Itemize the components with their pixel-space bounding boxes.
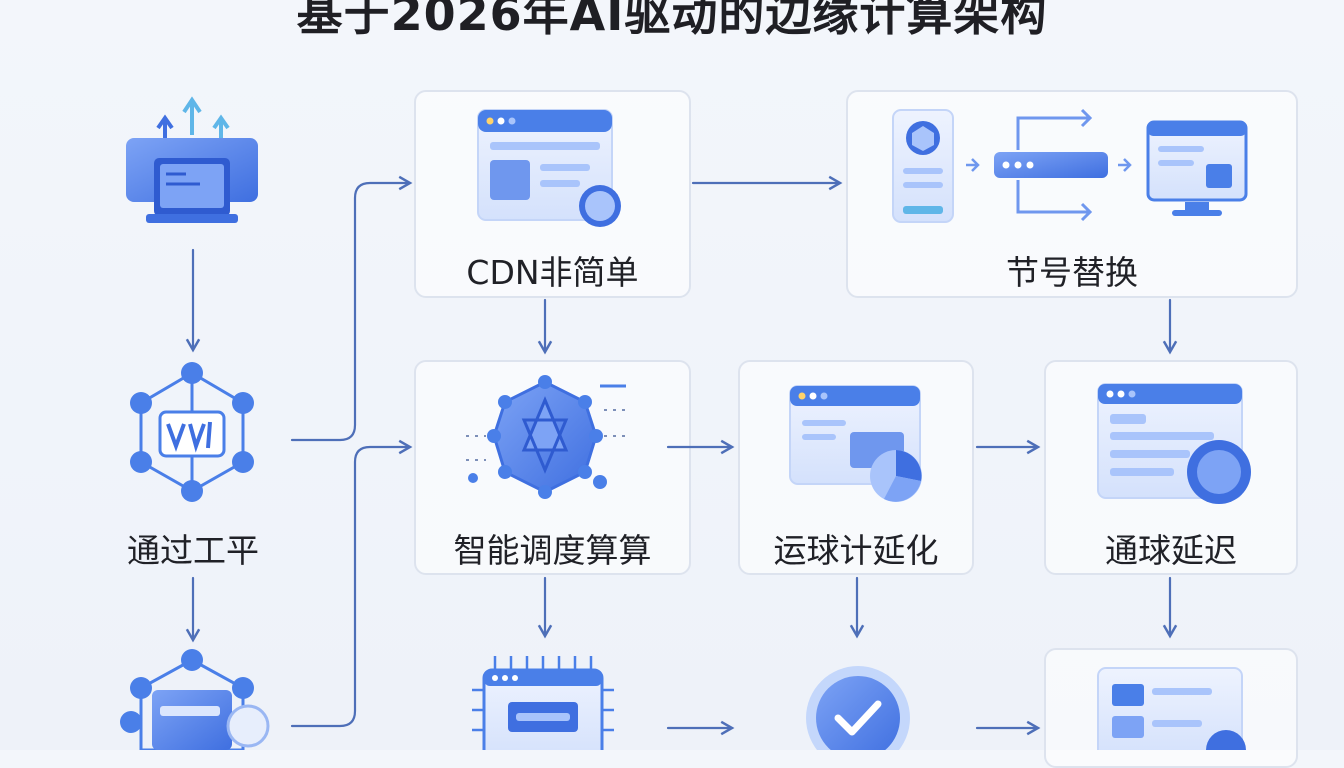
replace-flow-icon: [892, 108, 1248, 223]
analytics-window-icon: [789, 385, 922, 502]
edge-hub-icon: [120, 649, 270, 750]
diagram-title: 基于2026年AI驱动的边缘计算架构: [296, 0, 1048, 41]
node-label-schedule: 智能调度算算: [453, 531, 652, 570]
network-node-icon: [130, 362, 254, 502]
chip-icon: [472, 656, 614, 750]
node-label-cdn: CDN非简单: [466, 253, 639, 292]
node-label-replace: 节号替换: [1006, 253, 1138, 292]
latency-window-icon: [1097, 383, 1251, 504]
cdn-browser-icon: [477, 109, 621, 227]
arrow-router-to-cdn: [290, 175, 413, 442]
node-label-latency: 通球延迟: [1105, 531, 1237, 570]
router-device-icon: [126, 96, 258, 223]
ai-scheduler-icon: [466, 375, 628, 499]
dashboard-icon: [1097, 667, 1246, 750]
connectors: [185, 175, 1178, 736]
node-label-router: 通过工平: [127, 531, 259, 570]
node-label-compute: 运球计延化: [773, 531, 939, 570]
arrow-router-to-schedule: [290, 439, 413, 728]
check-badge-icon: [806, 666, 910, 750]
